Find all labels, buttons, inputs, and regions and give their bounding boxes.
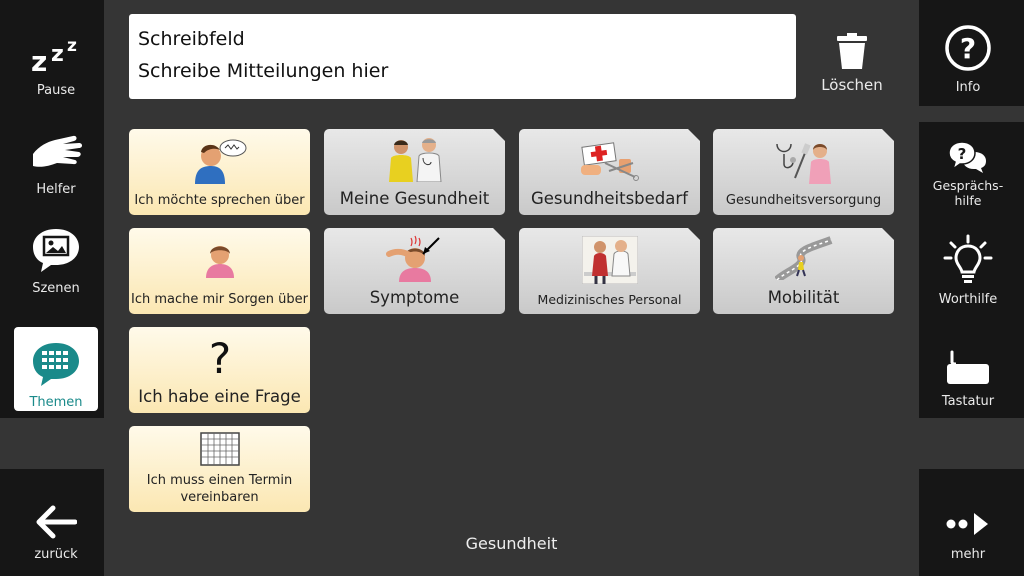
arrow-left-icon — [35, 492, 77, 539]
tile-label: Ich habe eine Frage — [138, 387, 301, 406]
tile-gesundheitsbedarf[interactable]: Gesundheitsbedarf — [519, 129, 700, 215]
sidebar-item-label: Worthilfe — [938, 292, 998, 307]
more-button[interactable]: mehr — [926, 478, 1010, 562]
tile-mobilitaet[interactable]: Mobilität — [713, 228, 894, 314]
back-label: zurück — [34, 547, 78, 562]
tile-symptome[interactable]: Symptome — [324, 228, 505, 314]
tile-ich-moechte-sprechen[interactable]: Ich möchte sprechen über — [129, 129, 310, 215]
delete-button[interactable]: Löschen — [810, 14, 894, 98]
svg-text:z: z — [67, 36, 77, 56]
tile-label: Mobilität — [767, 288, 840, 307]
tile-meine-gesundheit[interactable]: Meine Gesundheit — [324, 129, 505, 215]
help-circle-icon: ? — [944, 20, 992, 72]
sidebar-item-gespraechshilfe[interactable]: ? Gesprächs- hilfe — [926, 128, 1010, 218]
svg-text:?: ? — [958, 145, 967, 163]
speech-bubbles-icon: ? — [948, 134, 988, 174]
tile-termin-vereinbaren[interactable]: Ich muss einen Termin vereinbaren — [129, 426, 310, 512]
hand-icon — [29, 127, 83, 174]
message-field-placeholder: Schreibe Mitteilungen hier — [138, 60, 389, 82]
tile-label: Meine Gesundheit — [339, 189, 490, 208]
back-button[interactable]: zurück — [14, 478, 98, 562]
sidebar-item-worthilfe[interactable]: Worthilfe — [926, 226, 1010, 310]
tile-label: Medizinisches Personal — [537, 292, 682, 307]
lightbulb-icon — [943, 232, 993, 284]
tile-label: Gesundheitsbedarf — [531, 189, 688, 208]
healthcare-nurse-icon — [773, 129, 835, 192]
sidebar-item-pause[interactable]: z z z Pause — [14, 14, 98, 98]
patient-doctor-icon — [387, 129, 443, 189]
tile-gesundheitsversorgung[interactable]: Gesundheitsversorgung — [713, 129, 894, 215]
sidebar-item-themen[interactable]: Themen — [14, 327, 98, 411]
more-arrow-icon — [946, 492, 990, 539]
tile-label: Ich muss einen Termin vereinbaren — [146, 473, 293, 505]
info-panel — [919, 0, 1024, 106]
svg-text:?: ? — [960, 32, 976, 65]
sidebar-item-tastatur[interactable]: Tastatur — [926, 325, 1010, 409]
sidebar-item-label: Gesprächs- hilfe — [932, 178, 1004, 208]
tile-ich-mache-mir-sorgen[interactable]: Ich mache mir Sorgen über — [129, 228, 310, 314]
svg-text:z: z — [31, 45, 47, 75]
tile-label: Ich mache mir Sorgen über — [130, 292, 309, 307]
message-field-title: Schreibfeld — [138, 28, 245, 50]
info-button[interactable]: ? Info — [926, 12, 1010, 96]
scene-image-icon — [31, 226, 81, 273]
sidebar-item-label: Helfer — [36, 182, 76, 197]
sidebar-item-label: Szenen — [32, 281, 80, 296]
tile-label: Ich möchte sprechen über — [134, 193, 305, 208]
calendar-icon — [199, 426, 240, 472]
info-label: Info — [955, 80, 981, 95]
delete-label: Löschen — [821, 76, 883, 94]
sidebar-item-label: Tastatur — [941, 394, 995, 409]
page-title: Gesundheit — [465, 534, 558, 553]
message-field[interactable]: Schreibfeld Schreibe Mitteilungen hier — [129, 14, 796, 99]
keyboard-icon — [946, 337, 990, 386]
sidebar-item-label: Themen — [29, 395, 83, 410]
tile-label: Symptome — [369, 288, 460, 307]
sleep-zzz-icon: z z z — [29, 28, 83, 75]
sidebar-item-helfer[interactable]: Helfer — [14, 113, 98, 197]
tile-medizinisches-personal[interactable]: Medizinisches Personal — [519, 228, 700, 314]
tile-ich-habe-eine-frage[interactable]: ? Ich habe eine Frage — [129, 327, 310, 413]
sidebar-item-label: Pause — [36, 83, 76, 98]
trash-icon — [835, 24, 869, 70]
first-aid-supplies-icon — [579, 129, 641, 189]
question-mark-icon: ? — [205, 327, 235, 387]
worried-person-icon — [200, 228, 240, 291]
more-label: mehr — [950, 547, 986, 562]
more-panel — [919, 469, 1024, 576]
headache-symptom-icon — [385, 228, 445, 288]
mobility-road-icon — [775, 228, 833, 288]
topics-grid-icon — [31, 335, 81, 387]
svg-text:z: z — [51, 42, 64, 67]
svg-text:?: ? — [208, 335, 230, 379]
medical-staff-icon — [582, 228, 638, 292]
tile-label: Gesundheitsversorgung — [725, 193, 882, 208]
sidebar-item-szenen[interactable]: Szenen — [14, 212, 98, 296]
speaking-person-icon — [189, 129, 251, 192]
